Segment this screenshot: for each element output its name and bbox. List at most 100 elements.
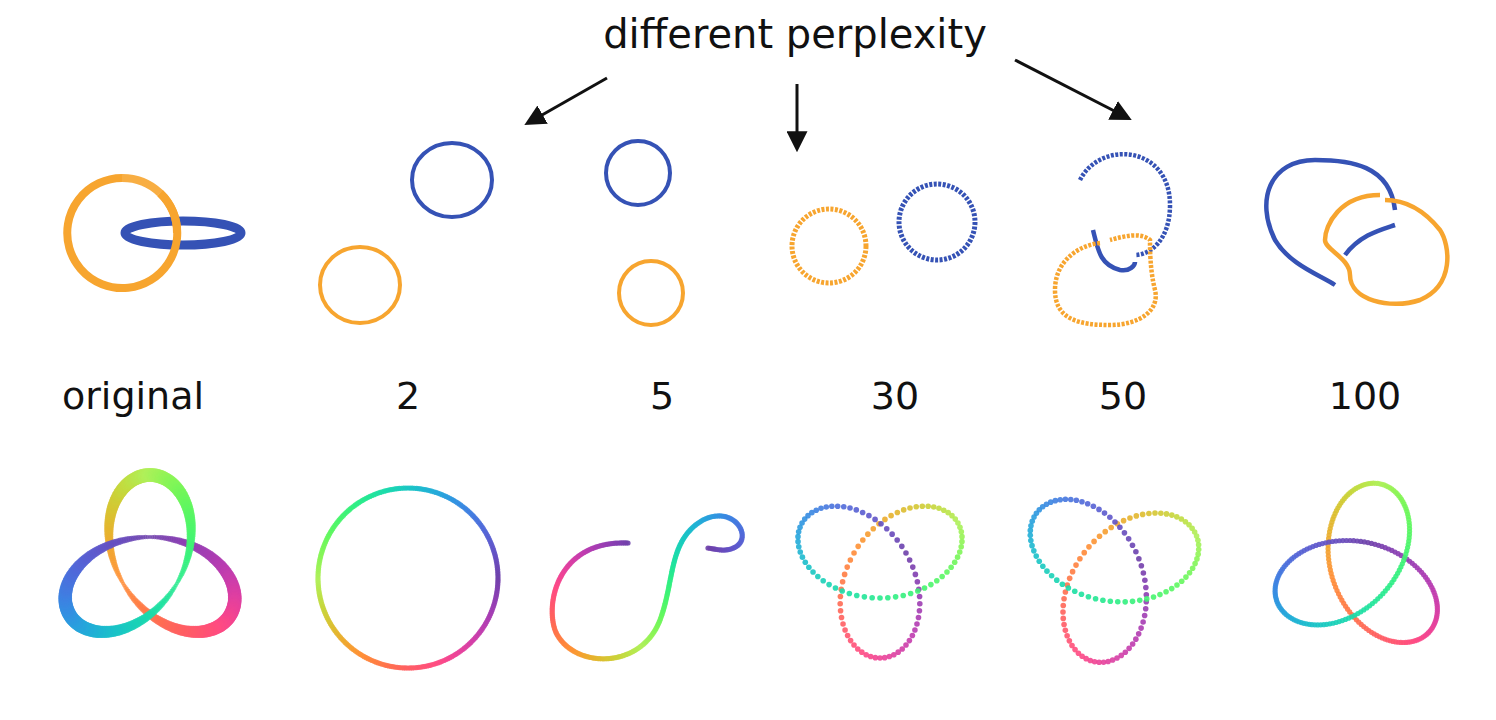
embedding-point — [1169, 586, 1175, 592]
embedding-point — [1174, 582, 1180, 588]
embedding-point — [1067, 638, 1073, 644]
embedding-p30-bottom — [795, 503, 965, 660]
embedding-point — [1102, 510, 1108, 516]
embedding-point — [917, 608, 923, 614]
embedding-point — [872, 517, 878, 523]
embedding-point — [1151, 594, 1157, 600]
guide-path — [552, 516, 742, 659]
embedding-point — [705, 545, 710, 550]
embedding-point — [1077, 556, 1083, 562]
embedding-point — [1060, 581, 1066, 587]
embedding-point — [903, 550, 909, 556]
embedding-point — [1130, 641, 1136, 647]
ring-orange — [1325, 195, 1447, 304]
embedding-point — [1158, 510, 1164, 516]
embedding-point — [1060, 609, 1066, 615]
embedding-point — [835, 503, 841, 509]
embedding-point — [934, 578, 940, 584]
embedding-point — [1085, 501, 1091, 507]
embedding-point — [910, 633, 916, 639]
embedding-point — [1121, 518, 1127, 524]
embedding-point — [1081, 550, 1087, 556]
embedding-point — [1070, 569, 1076, 575]
embedding-point — [1068, 497, 1074, 503]
embedding-point — [907, 638, 913, 644]
embedding-point — [842, 572, 848, 578]
embedding-point — [865, 531, 871, 537]
embedding-p2-bottom — [315, 485, 500, 670]
embedding-point — [1029, 543, 1035, 549]
embedding-point — [928, 582, 934, 588]
embedding-point — [1157, 592, 1163, 598]
embedding-point — [959, 534, 965, 540]
perplexity-label: 50 — [1099, 376, 1147, 418]
embedding-point — [1036, 558, 1042, 564]
embedding-point — [1115, 599, 1121, 605]
embedding-point — [796, 544, 802, 550]
embedding-point — [922, 585, 928, 591]
embedding-point — [913, 572, 919, 578]
embedding-point — [1079, 591, 1085, 597]
embedding-point — [944, 569, 950, 575]
embedding-point — [1136, 631, 1142, 637]
embedding-p100-bottom — [1273, 481, 1440, 646]
perplexity-label: original — [62, 376, 204, 418]
embedding-point — [797, 549, 803, 555]
embedding-p50 — [1055, 154, 1170, 325]
embedding-point — [939, 574, 945, 580]
embedding-point — [900, 593, 906, 599]
embedding-point — [893, 594, 899, 600]
embedding-point — [1044, 568, 1050, 574]
perplexity-label: 5 — [650, 376, 674, 418]
embedding-point — [908, 591, 914, 597]
embedding-point — [1117, 524, 1123, 530]
embedding-p5-bottom — [550, 513, 745, 661]
embedding-point — [1122, 530, 1128, 536]
embedding-point — [838, 608, 844, 614]
embedding-point — [1143, 585, 1149, 591]
embedding-point — [815, 574, 821, 580]
embedding-point — [854, 593, 860, 599]
embedding-point — [1139, 563, 1145, 569]
embedding-point — [931, 504, 937, 510]
embedding-point — [870, 526, 876, 532]
linked-rings-original — [67, 178, 241, 288]
embedding-point — [860, 510, 866, 516]
embedding-point — [1187, 570, 1193, 576]
embedding-point — [1362, 539, 1367, 544]
embedding-point — [1093, 596, 1099, 602]
embedding-point — [1130, 599, 1136, 605]
embedding-point — [1136, 556, 1142, 562]
ring-orange — [1055, 235, 1156, 325]
ring-blue — [412, 143, 492, 217]
embedding-point — [1031, 548, 1037, 554]
embedding-point — [1146, 511, 1152, 517]
embedding-point — [882, 517, 888, 523]
embedding-point — [1137, 598, 1143, 604]
embedding-point — [1079, 499, 1085, 505]
embedding-point — [959, 539, 965, 545]
embedding-point — [495, 573, 500, 578]
embedding-point — [1074, 497, 1080, 503]
embedding-point — [1073, 562, 1079, 568]
embedding-point — [1061, 596, 1067, 602]
embedding-point — [146, 535, 150, 539]
embedding-point — [851, 642, 857, 648]
embedding-point — [1060, 603, 1066, 609]
embedding-point — [959, 529, 965, 535]
embedding-point — [936, 505, 942, 511]
ring-orange — [619, 261, 683, 325]
trefoil-embeddings — [58, 468, 1440, 671]
embedding-point — [839, 615, 845, 621]
embedding-point — [1169, 512, 1175, 518]
embedding-point — [1040, 563, 1046, 569]
embedding-point — [838, 594, 844, 600]
embedding-point — [1133, 636, 1139, 642]
embedding-point — [1108, 525, 1114, 531]
embedding-point — [915, 579, 921, 585]
embedding-point — [1086, 594, 1092, 600]
embedding-point — [1196, 547, 1202, 553]
embedding-point — [958, 544, 964, 550]
embedding-p2 — [320, 143, 492, 323]
